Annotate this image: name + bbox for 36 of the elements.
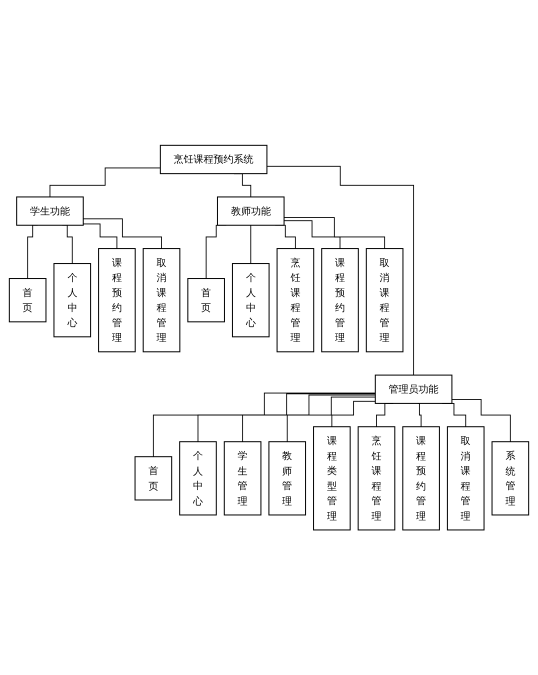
connector <box>266 166 414 376</box>
connector <box>250 224 252 264</box>
connector <box>331 400 376 428</box>
connector <box>82 218 162 249</box>
connector <box>82 223 118 249</box>
node-box: 个人中心 <box>53 262 92 338</box>
node-box: 首页 <box>8 278 46 322</box>
connector <box>198 393 376 442</box>
connector <box>242 394 376 442</box>
node-box: 系统管理 <box>492 441 530 516</box>
node-box: 首页 <box>134 456 172 500</box>
node-box: 烹饪课程管理 <box>358 426 396 530</box>
node-box: 课程预约管理 <box>321 248 359 352</box>
node-box: 首页 <box>187 278 225 322</box>
connector <box>417 402 422 428</box>
node-box: 课程预约管理 <box>98 248 136 352</box>
node-box: 烹饪课程管理 <box>276 248 314 352</box>
node-box: 个人中心 <box>179 441 217 516</box>
node-box: 取消课程管理 <box>446 426 485 530</box>
node-box: 教师功能 <box>216 196 285 226</box>
connector <box>284 216 386 249</box>
node-box: 课程类型管理 <box>313 426 351 530</box>
connector <box>284 220 340 249</box>
node-box: 学生管理 <box>224 441 262 516</box>
node-box: 取消课程管理 <box>366 248 404 352</box>
connector <box>286 396 376 442</box>
connector <box>152 392 376 457</box>
connector <box>451 398 511 442</box>
node-box: 取消课程管理 <box>142 248 180 352</box>
node-box: 课程预约管理 <box>402 426 440 530</box>
node-box: 学生功能 <box>16 196 84 226</box>
node-box: 教师管理 <box>268 441 306 516</box>
node-box: 烹饪课程预约系统 <box>160 144 268 174</box>
node-box: 管理员功能 <box>374 374 452 404</box>
connector <box>50 167 161 198</box>
node-box: 个人中心 <box>232 262 270 338</box>
